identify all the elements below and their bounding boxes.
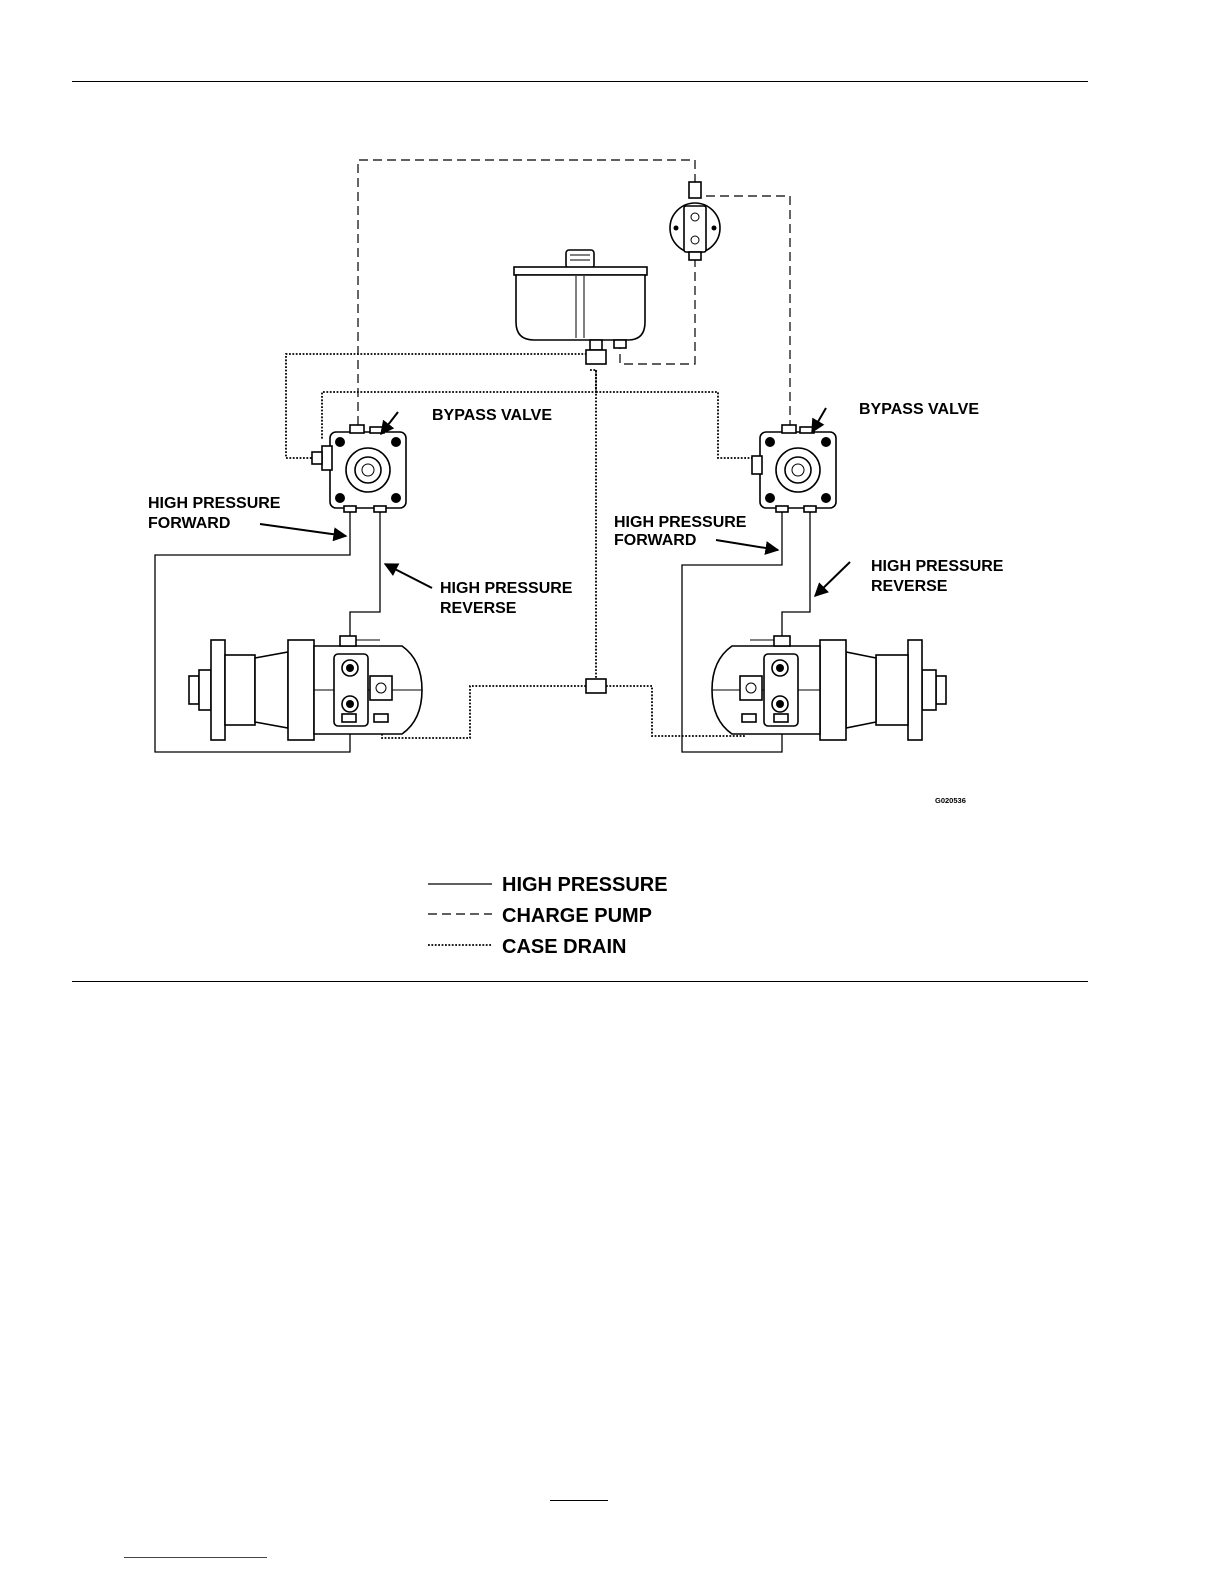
hydraulic-reservoir bbox=[514, 250, 647, 364]
hp-reverse-label-left-line2: REVERSE bbox=[440, 600, 517, 617]
legend-label-case-drain: CASE DRAIN bbox=[502, 936, 626, 958]
right-traction-pump bbox=[752, 425, 836, 512]
footer-page-rule bbox=[550, 1500, 608, 1501]
footer-link-underline bbox=[124, 1557, 267, 1558]
legend-label-high-pressure: HIGH PRESSURE bbox=[502, 874, 668, 896]
charge-filter-valve bbox=[670, 182, 720, 260]
figure-code: G020536 bbox=[935, 796, 966, 805]
legend-label-charge-pump: CHARGE PUMP bbox=[502, 905, 652, 927]
hp-reverse-label-left-line1: HIGH PRESSURE bbox=[440, 580, 573, 597]
bypass-valve-label-left: BYPASS VALVE bbox=[432, 407, 552, 424]
case-drain-tee bbox=[586, 679, 606, 693]
left-traction-pump bbox=[312, 425, 406, 512]
hp-reverse-label-right-line2: REVERSE bbox=[871, 578, 948, 595]
hp-reverse-label-right-line1: HIGH PRESSURE bbox=[871, 558, 1004, 575]
bypass-valve-label-right: BYPASS VALVE bbox=[859, 401, 979, 418]
hp-forward-label-left-line2: FORWARD bbox=[148, 515, 230, 532]
hp-forward-label-right-line2: FORWARD bbox=[614, 532, 696, 549]
hp-forward-label-left-line1: HIGH PRESSURE bbox=[148, 495, 281, 512]
hp-forward-label-right-line1: HIGH PRESSURE bbox=[614, 514, 747, 531]
right-wheel-motor bbox=[712, 636, 946, 740]
line-legend: HIGH PRESSURE CHARGE PUMP CASE DRAIN bbox=[428, 874, 668, 958]
left-wheel-motor bbox=[189, 636, 422, 740]
bottom-rule bbox=[72, 981, 1088, 982]
